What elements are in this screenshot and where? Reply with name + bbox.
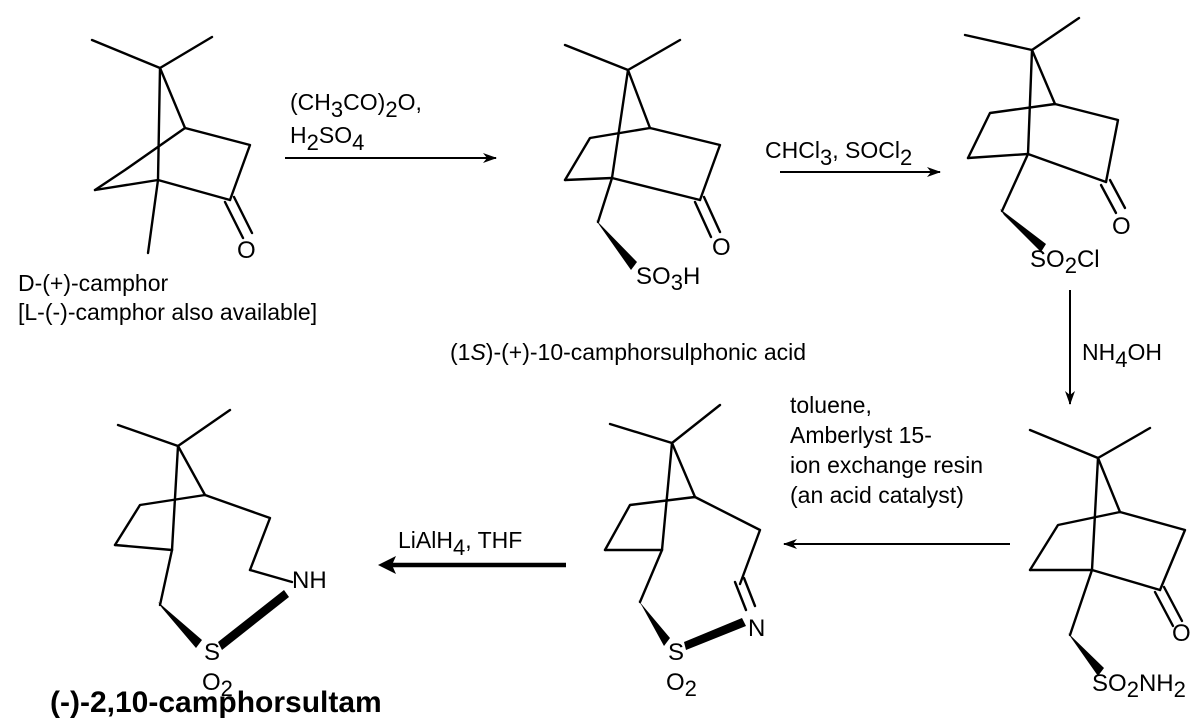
sulfonyl-chloride-bonds xyxy=(963,16,1127,215)
step4-reagent-line1: toluene, xyxy=(790,392,872,418)
camphor-bonds xyxy=(90,35,254,255)
sulfonamide-structure: O SO2NH2 xyxy=(1028,426,1191,702)
camphorsultam-nh-label: NH xyxy=(292,567,327,594)
step1-reagent-line2: H2SO4 xyxy=(290,122,364,155)
csa-name: (1S)-(+)-10-camphorsulphonic acid xyxy=(450,339,806,365)
step5-arrow-head xyxy=(378,556,396,574)
camphorsultam-bonds xyxy=(113,408,294,607)
step2-reagent: CHCl3, SOCl2 xyxy=(765,137,912,170)
sulfonamide-oxygen-label: O xyxy=(1172,620,1191,647)
camphorsultam-wedge-bond xyxy=(158,602,202,648)
final-product-name: (-)-2,10-camphorsultam xyxy=(50,686,382,719)
sulfonyl-imine-sulfur-label: S xyxy=(668,639,684,666)
step4-reagent-line2: Amberlyst 15- xyxy=(790,422,932,448)
csa-bonds xyxy=(563,38,722,239)
sulfonyl-chloride-structure: O SO2Cl xyxy=(963,16,1131,278)
sulfonamide-label: SO2NH2 xyxy=(1092,670,1186,702)
step3-reagent: NH4OH xyxy=(1082,339,1162,372)
sulfonyl-imine-sn-wedge-bond xyxy=(684,618,746,650)
csa-oxygen-label: O xyxy=(712,234,731,261)
sulfonyl-imine-nitrogen-label: N xyxy=(748,615,765,642)
step4-reagent-line4: (an acid catalyst) xyxy=(790,482,964,508)
sulfonyl-chloride-wedge-bond xyxy=(1000,209,1046,252)
step4-reagent-line3: ion exchange resin xyxy=(790,452,983,478)
csa-wedge-bond xyxy=(596,220,637,270)
step1-reagent-line1: (CH3CO)2O, xyxy=(290,89,422,122)
sulfonyl-imine-wedge-bond xyxy=(638,600,670,646)
step5-reagent: LiAlH4, THF xyxy=(398,527,522,560)
sulfonamide-bonds xyxy=(1028,426,1187,637)
sulfonyl-imine-bonds xyxy=(603,403,762,612)
sulfonamide-wedge-bond xyxy=(1068,633,1104,676)
camphor-structure: O xyxy=(90,35,256,264)
camphor-note: [L-(-)-camphor also available] xyxy=(18,299,317,325)
camphor-oxygen-label: O xyxy=(237,237,256,264)
camphorsultam-sulfur-label: S xyxy=(204,639,220,666)
csa-so3h-label: SO3H xyxy=(636,263,700,295)
camphorsultam-o2-label: O2 xyxy=(202,669,233,701)
camphor-name: D-(+)-camphor xyxy=(18,270,169,296)
sulfonyl-chloride-oxygen-label: O xyxy=(1112,213,1131,240)
camphorsultam-structure: NH S O2 xyxy=(113,408,327,701)
sulfonyl-imine-o2-label: O2 xyxy=(666,669,697,701)
sulfonyl-imine-structure: N S O2 xyxy=(603,403,765,701)
camphorsultam-sn-wedge-bond xyxy=(218,590,289,650)
camphorsulphonic-acid-structure: O SO3H xyxy=(563,38,731,295)
sulfonyl-chloride-label: SO2Cl xyxy=(1030,246,1100,278)
